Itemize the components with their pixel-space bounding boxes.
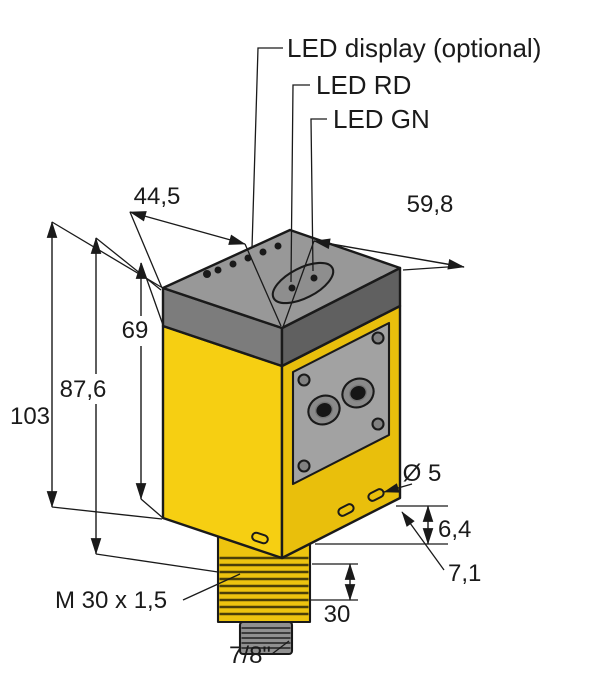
mounting-slot-holes [251, 488, 385, 545]
plate-screw-top-right [371, 331, 385, 345]
dim-body-height-label: 69 [122, 317, 149, 344]
cap-width-dim-line [129, 211, 246, 245]
led-display-leader-line [251, 47, 283, 249]
led-gn-indicator [310, 274, 318, 282]
m30-leader-line [182, 573, 241, 601]
callout-leader-lines [182, 47, 445, 655]
dim-hole-offset-label: 6,4 [438, 516, 471, 543]
plate-screw-bottom-left [297, 459, 311, 473]
stub-thread-lines [241, 627, 291, 649]
lens-port-right [341, 377, 375, 409]
led-gn-leader-line [310, 118, 327, 272]
dim-cap-depth-label: 59,8 [407, 191, 454, 218]
callout-led-display: LED display (optional) [287, 33, 541, 63]
dim-hole-diameter-label: Ø 5 [403, 460, 442, 487]
dim-thread-length-label: 30 [324, 601, 351, 628]
optics-plate [291, 321, 391, 486]
cap-depth-dim-line [313, 238, 465, 270]
callout-led-rd: LED RD [316, 70, 411, 100]
dim-thread-spec-label: M 30 x 1,5 [55, 587, 167, 614]
led-rd-indicator [288, 284, 296, 292]
plate-screw-top-left [297, 373, 311, 387]
m30-thread-lines [219, 556, 309, 616]
dim-edge-offset-label: 7,1 [448, 560, 481, 587]
dim-cap-width-label: 44,5 [134, 183, 181, 210]
dim-connector-thread-label: 7/8" [229, 642, 271, 669]
dim-total-height-label: 103 [10, 403, 50, 430]
callout-led-gn: LED GN [333, 104, 430, 134]
led-display-dot-row [203, 242, 282, 278]
led-rd-leader-line [290, 84, 310, 283]
hole-diameter-leader-line [383, 483, 413, 493]
dim-housing-height-label: 87,6 [60, 376, 107, 403]
dimension-lines [46, 211, 465, 601]
seven-eighth-connector-stub [238, 620, 294, 656]
plate-screw-bottom-right [371, 417, 385, 431]
seven-eighth-leader-line [271, 640, 290, 655]
lens-port-left [307, 394, 341, 426]
